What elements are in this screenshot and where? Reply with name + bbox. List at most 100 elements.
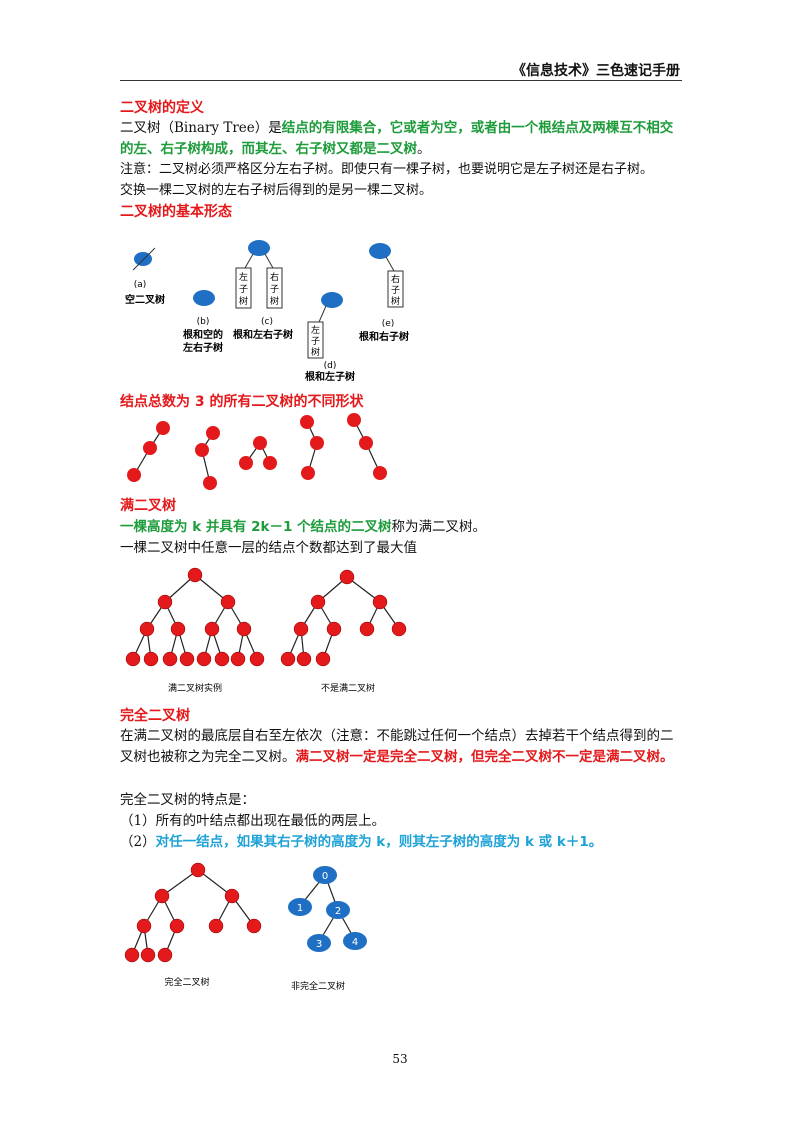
label-e-desc: 根和右子树	[359, 330, 409, 343]
heading-definition: 二叉树的定义	[120, 100, 204, 116]
shape3-node-right	[263, 456, 277, 470]
incomplete-node-label: 1	[297, 903, 303, 914]
definition-suffix: 。	[417, 140, 431, 157]
complete-tree-paragraph: 在满二叉树的最底层自右至左依次（注意：不能跳过任何一个结点）去掉若干个结点得到的…	[120, 726, 682, 767]
svg-text:树: 树	[391, 295, 400, 307]
shape4-node-leaf	[301, 466, 315, 480]
not-full-tree-node	[372, 594, 388, 610]
full-tree-node	[214, 651, 230, 667]
label-d: (d)	[324, 361, 337, 371]
complete-tree-node	[157, 947, 173, 963]
complete-tree-feature-1: （1）所有的叶结点都出现在最低的两层上。	[120, 813, 386, 829]
root-e-node	[369, 243, 391, 259]
heading-three-node-shapes: 结点总数为 3 的所有二叉树的不同形状	[120, 394, 364, 410]
svg-text:树: 树	[270, 295, 279, 307]
shape3-node-root	[253, 436, 267, 450]
complete-tree-features: 完全二叉树的特点是：	[120, 792, 255, 808]
caption-full-tree: 满二叉树实例	[168, 682, 222, 694]
svg-text:子: 子	[311, 336, 320, 347]
full-tree-figure: 满二叉树实例 不是满二叉树	[125, 567, 407, 694]
not-full-tree-node	[359, 621, 375, 637]
page-number: 53	[392, 1052, 408, 1066]
complete-tree-feature-2: （2）对任一结点，如果其右子树的高度为 k，则其左子树的高度为 k 或 k＋1。	[120, 832, 682, 853]
complete-tree-highlight: 满二叉树一定是完全二叉树，但完全二叉树不一定是满二叉树。	[295, 748, 674, 765]
full-tree-node	[187, 567, 203, 583]
full-tree-node	[196, 651, 212, 667]
incomplete-tree-node	[343, 932, 367, 950]
complete-tree-node	[246, 918, 262, 934]
shape4-node-root	[300, 415, 314, 429]
full-tree-definition-highlight: 一棵高度为 k 并具有 2k－1 个结点的二叉树	[120, 519, 392, 535]
complete-tree-node	[190, 862, 206, 878]
heading-full-binary-tree: 满二叉树	[120, 498, 176, 514]
incomplete-tree-node	[313, 866, 337, 884]
shape5-node-mid	[359, 436, 373, 450]
feature-2-highlight: 对任一结点，如果其右子树的高度为 k，则其左子树的高度为 k 或 k＋1。	[155, 834, 603, 850]
complete-tree-figure: 0 1 2 3 4 完全二叉树 非完全二叉树	[124, 862, 367, 992]
complete-tree-node	[154, 888, 170, 904]
full-tree-node	[236, 621, 252, 637]
shape2-node-leaf	[203, 476, 217, 490]
label-d-desc: 根和左子树	[305, 370, 355, 383]
caption-complete-tree: 完全二叉树	[164, 976, 209, 988]
svg-text:左: 左	[239, 271, 248, 283]
not-full-tree-node	[296, 651, 312, 667]
full-tree-node	[170, 621, 186, 637]
incomplete-tree-node	[288, 898, 312, 916]
full-tree-node	[249, 651, 265, 667]
header-rule	[120, 80, 682, 81]
incomplete-node-label: 2	[335, 906, 341, 917]
svg-text:子: 子	[270, 284, 279, 295]
incomplete-node-label: 3	[316, 939, 322, 950]
label-e: (e)	[382, 319, 395, 329]
label-a: (a)	[134, 280, 147, 290]
svg-text:右: 右	[270, 271, 279, 283]
empty-strike	[132, 247, 156, 271]
full-tree-node	[230, 651, 246, 667]
label-c: (c)	[261, 317, 273, 327]
label-b: (b)	[197, 317, 210, 327]
basic-forms-figure: (a) 空二叉树 (b) 根和空的 左右子树 左 子 树 右 子 树 (c) 根…	[125, 240, 409, 383]
not-full-tree-node	[339, 569, 355, 585]
shape1-node-root	[156, 421, 170, 435]
shape3-node-left	[239, 456, 253, 470]
incomplete-tree-node	[326, 901, 350, 919]
definition-paragraph: 二叉树（Binary Tree）是结点的有限集合，它或者为空，或者由一个根结点及…	[120, 118, 682, 159]
left-subtree-box-d	[307, 321, 324, 359]
definition-prefix: 二叉树（Binary Tree）是	[120, 120, 282, 136]
complete-tree-definition: 在满二叉树的最底层自右至左依次（注意：不能跳过任何一个结点）去掉若干个结点得到的…	[120, 728, 674, 765]
not-full-tree-node	[391, 621, 407, 637]
caption-incomplete-tree: 非完全二叉树	[291, 980, 345, 992]
complete-tree-node	[124, 947, 140, 963]
caption-not-full-tree: 不是满二叉树	[321, 682, 375, 694]
full-tree-node	[157, 594, 173, 610]
complete-tree-node	[169, 918, 185, 934]
shape4-node-mid	[310, 436, 324, 450]
not-full-tree-node	[315, 651, 331, 667]
complete-tree-node	[136, 918, 152, 934]
incomplete-tree-node	[307, 934, 331, 952]
full-tree-definition: 一棵高度为 k 并具有 2k－1 个结点的二叉树称为满二叉树。	[120, 517, 682, 538]
shape1-node-leaf	[127, 468, 141, 482]
full-tree-node	[204, 621, 220, 637]
shape2-node-root	[206, 426, 220, 440]
full-tree-node	[125, 651, 141, 667]
svg-text:树: 树	[239, 295, 248, 307]
note-line-1: 注意：二叉树必须严格区分左右子树。即使只有一棵子树，也要说明它是左子树还是右子树…	[120, 162, 654, 177]
note-line-2: 交换一棵二叉树的左右子树后得到的是另一棵二叉树。	[120, 183, 433, 198]
full-tree-node	[220, 594, 236, 610]
shape1-node-mid	[143, 441, 157, 455]
svg-text:树: 树	[311, 346, 320, 358]
full-tree-node	[139, 621, 155, 637]
right-subtree-box-e	[387, 270, 404, 308]
label-b-desc-1: 根和空的	[183, 328, 223, 341]
root-d-node	[321, 292, 343, 308]
svg-text:子: 子	[391, 285, 400, 296]
incomplete-node-label: 4	[352, 937, 358, 948]
root-c-node	[248, 240, 270, 256]
left-subtree-box-c	[235, 267, 252, 309]
full-tree-node	[179, 651, 195, 667]
svg-text:左: 左	[311, 324, 320, 336]
label-b-desc-2: 左右子树	[182, 341, 223, 354]
shape2-node-mid	[195, 443, 209, 457]
